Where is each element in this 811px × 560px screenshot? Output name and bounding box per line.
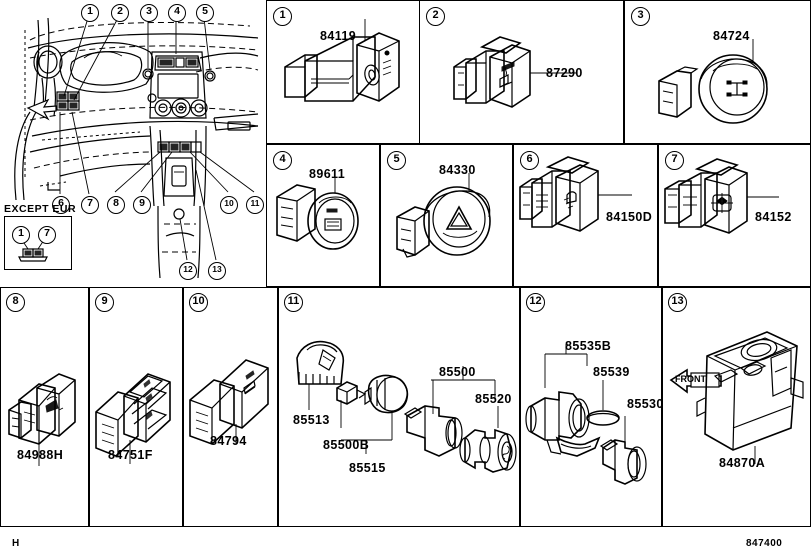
part-drawing-84152 — [664, 158, 779, 234]
part-number-85539: 85539 — [593, 365, 630, 379]
part-drawing-87290 — [453, 36, 576, 108]
panel-number-2: 2 — [426, 7, 445, 26]
panel-number-12: 12 — [526, 293, 545, 312]
panel-9-power-window-switch: 9 84751F — [89, 287, 183, 527]
panel-number-8: 8 — [6, 293, 25, 312]
part-number-84988H: 84988H — [17, 448, 64, 462]
inset-callout-1: 1 — [12, 226, 30, 244]
except-eur-inset — [4, 216, 72, 270]
dashboard-callout-12: 12 — [179, 262, 197, 280]
part-number-84330: 84330 — [439, 163, 476, 177]
panel-13-power-window-master-switch: 13 FRONT 84870 — [662, 287, 811, 527]
dashboard-callout-1: 1 — [81, 4, 99, 22]
panel-number-11: 11 — [284, 293, 303, 312]
part-drawing-84150D — [519, 156, 632, 232]
part-drawing-84794 — [189, 359, 269, 445]
panel-number-3: 3 — [631, 7, 650, 26]
part-drawing-84751F — [95, 373, 171, 464]
panel-4-mirror-switch: 4 89611 — [266, 144, 380, 287]
dashboard-callout-10: 10 — [220, 196, 238, 214]
panel-number-4: 4 — [273, 151, 292, 170]
dashboard-callout-8: 8 — [107, 196, 125, 214]
panel-6-fog-lamp-switch: 6 84150D — [513, 144, 658, 287]
panel-number-9: 9 — [95, 293, 114, 312]
panel-number-6: 6 — [520, 151, 539, 170]
panel-number-5: 5 — [387, 151, 406, 170]
dashboard-callout-3: 3 — [140, 4, 158, 22]
part-number-89611: 89611 — [309, 167, 346, 181]
part-number-84870A: 84870A — [719, 456, 766, 470]
dashboard-callout-2: 2 — [111, 4, 129, 22]
panel-3-four-wheel-drive-switch: 3 84724 — [624, 0, 811, 144]
panel-number-1: 1 — [273, 7, 292, 26]
part-number-87290: 87290 — [546, 66, 583, 80]
inset-title: EXCEPT EUR — [4, 203, 77, 215]
part-number-84150D: 84150D — [606, 210, 653, 224]
part-number-84724: 84724 — [713, 29, 750, 43]
part-number-84152: 84152 — [755, 210, 792, 224]
dashboard-callout-7: 7 — [81, 196, 99, 214]
panel-12-power-outlet-socket: 12 — [520, 287, 664, 527]
panel-10-window-switch: 10 84794 — [183, 287, 278, 527]
part-drawing-84988H — [8, 373, 76, 466]
part-drawing-11 — [296, 340, 517, 473]
part-drawing-89611 — [276, 175, 359, 250]
part-number-84751F: 84751F — [108, 448, 153, 462]
panel-1-headlight-switch: 1 84119 — [266, 0, 420, 144]
part-number-85535B: 85535B — [565, 339, 612, 353]
inset-callout-7: 7 — [38, 226, 56, 244]
front-direction-label: FRONT — [675, 374, 706, 384]
panel-8-traction-control-switch: 8 84988H — [0, 287, 89, 527]
part-number-84119: 84119 — [320, 29, 357, 43]
panel-11-cigarette-lighter-assembly: 11 — [278, 287, 520, 527]
part-number-84794: 84794 — [210, 434, 247, 448]
dashboard-callout-6: 6 — [52, 196, 70, 214]
panel-2-seat-heater-switch: 2 87290 — [419, 0, 624, 144]
panel-5-hazard-warning-switch: 5 84330 — [380, 144, 513, 287]
part-number-85520: 85520 — [475, 392, 512, 406]
part-number-85530: 85530 — [627, 397, 664, 411]
dashboard-callout-5: 5 — [196, 4, 214, 22]
panel-7-mirror-control-switch: 7 84152 — [658, 144, 811, 287]
panel-number-10: 10 — [189, 293, 208, 312]
panel-number-13: 13 — [668, 293, 687, 312]
part-drawing-84119 — [284, 19, 400, 102]
part-drawing-12 — [525, 344, 647, 485]
panel-number-7: 7 — [665, 151, 684, 170]
dashboard-drawing — [14, 17, 259, 279]
part-number-85513: 85513 — [293, 413, 330, 427]
part-drawing-84330 — [396, 173, 491, 258]
instrument-panel-illustration — [0, 0, 266, 287]
dashboard-callout-11: 11 — [246, 196, 264, 214]
sheet-footer-right: 847400 — [746, 538, 783, 549]
part-number-85500: 85500 — [439, 365, 476, 379]
dashboard-callout-9: 9 — [133, 196, 151, 214]
dashboard-callout-13: 13 — [208, 262, 226, 280]
dashboard-callout-4: 4 — [168, 4, 186, 22]
part-drawing-84870A — [669, 331, 804, 464]
part-number-85500B: 85500B — [323, 438, 370, 452]
part-drawing-84724 — [658, 39, 768, 124]
sheet-footer-left: H — [12, 538, 20, 549]
part-number-85515: 85515 — [349, 461, 386, 475]
